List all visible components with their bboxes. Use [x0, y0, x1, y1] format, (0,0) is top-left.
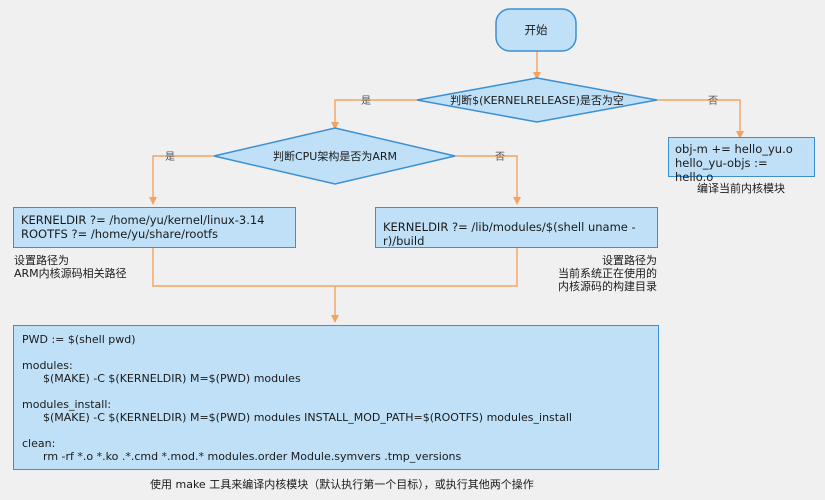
- decision-cpu-arm-label: 判断CPU架构是否为ARM: [273, 149, 397, 163]
- clean-command: rm -rf *.o *.ko .*.cmd *.mod.* modules.o…: [43, 450, 462, 463]
- connector-d1-no: [657, 99, 744, 139]
- pwd-line: PWD := $(shell pwd): [22, 333, 136, 346]
- modules-target: modules:: [22, 359, 73, 372]
- host-box-caption-2: 当前系统正在使用的: [558, 267, 657, 280]
- decision2-yes-label: 是: [165, 151, 175, 163]
- decision1-no-label: 否: [708, 95, 718, 107]
- start-label: 开始: [525, 23, 548, 37]
- arm-box-caption-1: 设置路径为: [14, 254, 69, 267]
- arm-box-caption-2: ARM内核源码相关路径: [14, 267, 127, 280]
- decision-kernelrelease: [416, 77, 658, 123]
- host-box-caption-3: 内核源码的构建目录: [558, 280, 657, 293]
- modules-install-command: $(MAKE) -C $(KERNELDIR) M=$(PWD) modules…: [43, 411, 572, 424]
- arm-rootfs-line: ROOTFS ?= /home/yu/share/rootfs: [21, 227, 219, 241]
- makefile-box: PWD := $(shell pwd) modules: $(MAKE) -C …: [13, 325, 659, 470]
- start-node: [495, 8, 577, 52]
- host-kerneldir-box: KERNELDIR ?= /lib/modules/$(shell uname …: [375, 207, 658, 248]
- host-kerneldir-line: KERNELDIR ?= /lib/modules/$(shell uname …: [383, 220, 636, 248]
- decision1-yes-label: 是: [361, 95, 371, 107]
- connector-d2-yes: [149, 155, 214, 205]
- makefile-caption: 使用 make 工具来编译内核模块（默认执行第一个目标），或执行其他两个操作: [150, 478, 534, 491]
- modules-install-target: modules_install:: [22, 398, 112, 411]
- connector-d1-yes: [331, 99, 417, 130]
- modules-command: $(MAKE) -C $(KERNELDIR) M=$(PWD) modules: [43, 372, 301, 385]
- decision-kernelrelease-label: 判断$(KERNELRELEASE)是否为空: [450, 93, 624, 107]
- obj-m-box: obj-m += hello_yu.o hello_yu-objs := hel…: [668, 137, 815, 184]
- clean-target: clean:: [22, 437, 56, 450]
- arm-kerneldir-line: KERNELDIR ?= /home/yu/kernel/linux-3.14: [21, 213, 265, 227]
- connector-d2-no: [455, 155, 521, 205]
- host-box-caption-1: 设置路径为: [602, 254, 657, 267]
- connector-arm-merge: [152, 248, 518, 287]
- arm-kerneldir-box: KERNELDIR ?= /home/yu/kernel/linux-3.14 …: [13, 207, 296, 248]
- decision-cpu-arm: [213, 127, 456, 185]
- hello-objs-line: hello_yu-objs := hello.o: [675, 156, 768, 184]
- obj-box-caption: 编译当前内核模块: [697, 182, 785, 195]
- obj-m-line: obj-m += hello_yu.o: [675, 142, 793, 156]
- decision2-no-label: 否: [495, 151, 505, 163]
